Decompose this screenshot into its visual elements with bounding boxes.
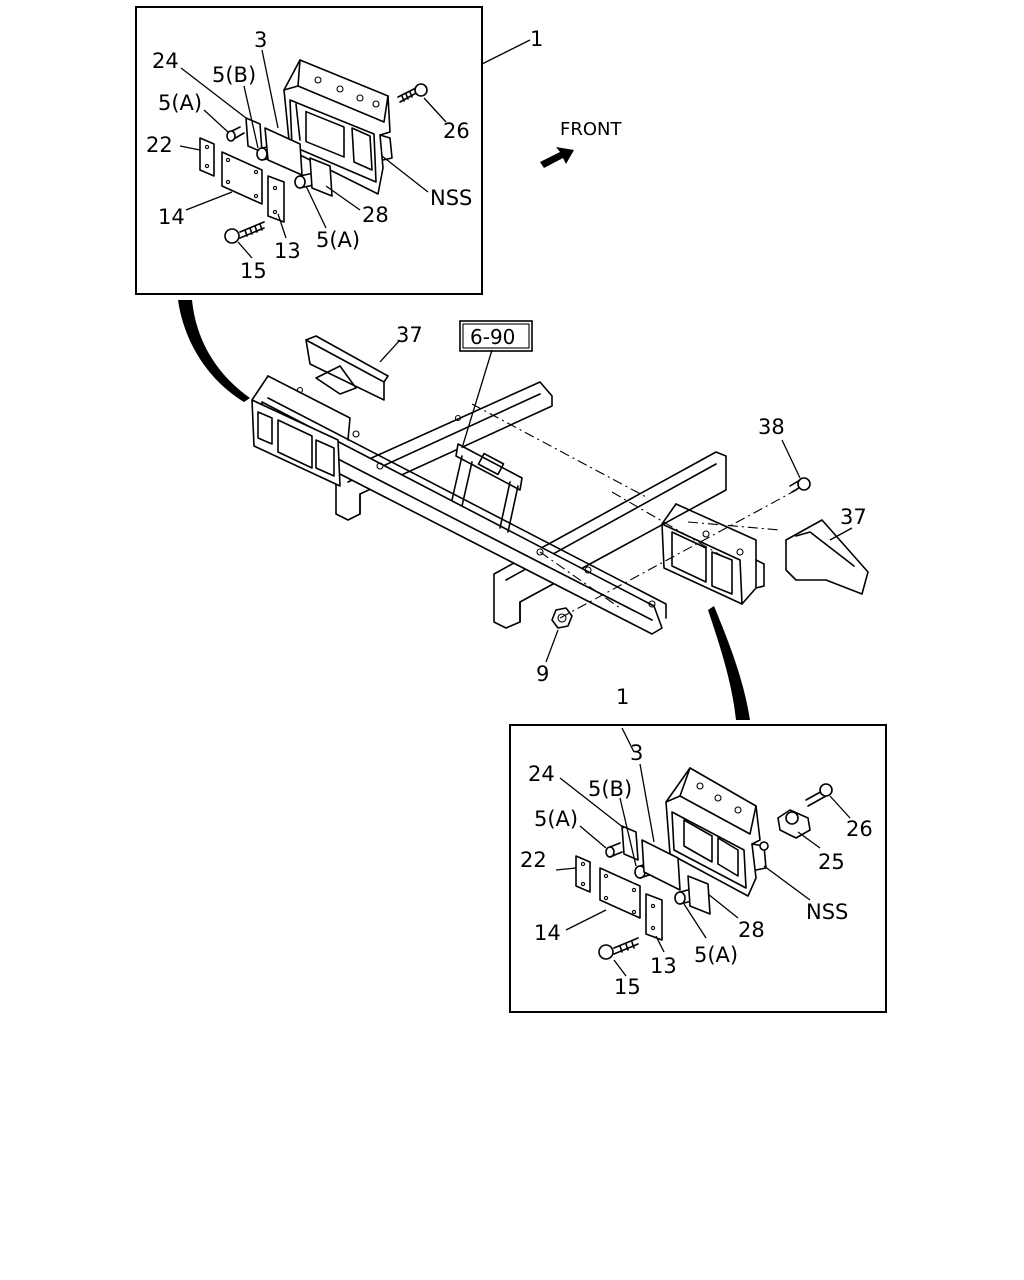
front-label: FRONT [560, 119, 622, 140]
callout-5b-top: 5(B) [212, 63, 256, 87]
bracket-assembly-top [283, 59, 428, 195]
callout-24-bottom: 24 [528, 762, 555, 786]
callout-14-bottom: 14 [534, 921, 561, 945]
callout-5b-bottom: 5(B) [588, 777, 632, 801]
link-arrow-bottom [708, 606, 750, 720]
front-arrow-icon [540, 147, 574, 168]
leaders-bottom [555, 727, 851, 977]
link-arrow-top [178, 300, 250, 402]
callout-15-bottom: 15 [614, 975, 641, 999]
inset-top: 1 24 3 5(B) 5(A) 22 14 15 13 5(A) 28 NSS… [135, 6, 543, 295]
callout-13-bottom: 13 [650, 954, 677, 978]
reference-label: 6-90 [470, 325, 515, 349]
callout-15-top: 15 [240, 259, 267, 283]
callout-38: 38 [758, 415, 785, 439]
callout-5a2-bottom: 5(A) [694, 943, 738, 967]
callout-5a-bottom: 5(A) [534, 807, 578, 831]
callout-22-top: 22 [146, 133, 173, 157]
callout-5a-top: 5(A) [158, 91, 202, 115]
callout-28-bottom: 28 [738, 918, 765, 942]
callout-1-bottom: 1 [616, 685, 629, 709]
front-indicator: FRONT [540, 119, 622, 168]
callout-3-bottom: 3 [630, 741, 643, 765]
callout-nss-bottom: NSS [806, 900, 848, 924]
small-parts-bottom [575, 825, 711, 960]
callout-28-top: 28 [362, 203, 389, 227]
callout-1-top: 1 [530, 27, 543, 51]
small-parts-top [199, 117, 333, 244]
callout-37-left: 37 [396, 323, 423, 347]
reference-box [459, 320, 533, 352]
inset-top-frame [135, 6, 483, 295]
callout-nss-top: NSS [430, 186, 472, 210]
callout-25-bottom: 25 [818, 850, 845, 874]
reference-6-90[interactable]: 6-90 [459, 320, 533, 352]
leaders-top [179, 39, 531, 259]
callout-24-top: 24 [152, 49, 179, 73]
callout-37-right: 37 [840, 505, 867, 529]
bracket-assembly-bottom [665, 767, 833, 897]
inset-bottom-frame [509, 724, 887, 1013]
callout-22-bottom: 22 [520, 848, 547, 872]
callout-3-top: 3 [254, 28, 267, 52]
callout-26-top: 26 [443, 119, 470, 143]
inset-bottom: 1 3 24 5(B) 5(A) 22 14 15 13 5(A) 28 NSS… [509, 685, 887, 1013]
callout-14-top: 14 [158, 205, 185, 229]
frame-assembly [251, 335, 869, 663]
callout-13-top: 13 [274, 239, 301, 263]
callout-26-bottom: 26 [846, 817, 873, 841]
callout-5a2-top: 5(A) [316, 228, 360, 252]
callout-9: 9 [536, 662, 549, 686]
